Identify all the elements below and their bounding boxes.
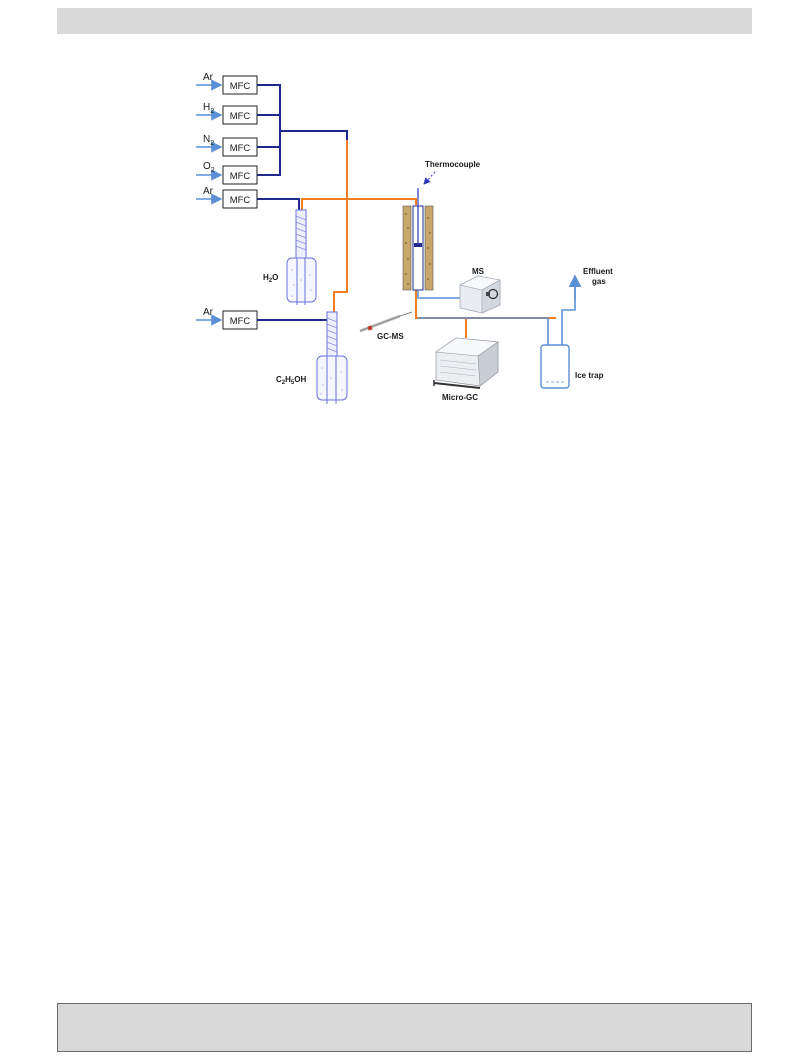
ms-label: MS [472,267,485,276]
thermocouple-arrow [423,171,436,185]
gas-inlet-3: N2 [196,134,223,153]
gas-label-ar-2: Ar [203,186,214,197]
svg-text:MFC: MFC [230,111,251,122]
gas-inlet-4: O2 [196,161,223,181]
svg-text:MFC: MFC [230,81,251,92]
mfc-box-5: MFC [222,189,258,209]
header-bar [57,8,752,34]
ethanol-saturator [316,311,348,404]
gas-label-ar-3: Ar [203,307,214,318]
svg-text:MFC: MFC [230,195,251,206]
mfc-box-1: MFC [222,75,258,95]
svg-text:MFC: MFC [230,316,251,327]
gas-label-n2: N2 [203,134,214,147]
gas-inlet-1: Ar [196,72,223,91]
gas-label-ar-1: Ar [203,72,214,83]
gas-inlet-5: Ar [196,186,223,205]
micro-gc-label: Micro-GC [442,393,478,402]
ms-instrument [459,275,501,314]
effluent-label-line1: Effluent [583,267,613,276]
ice-trap-label: Ice trap [575,371,604,380]
mfc-box-2: MFC [222,105,258,125]
mfc-box-4: MFC [222,165,258,185]
gas-label-o2: O2 [203,161,215,174]
footer-box [57,1003,752,1052]
ice-trap [540,344,570,389]
mfc-box-6: MFC [222,310,258,330]
mfc-box-3: MFC [222,137,258,157]
ethanol-label: C2H5OH [276,375,306,386]
gas-inlet-2: H2 [196,102,223,121]
gc-ms-label: GC-MS [377,332,404,341]
gc-ms-syringe [359,311,413,333]
svg-text:MFC: MFC [230,143,251,154]
water-saturator [286,209,317,305]
gas-label-h2: H2 [203,102,214,115]
effluent-label-line2: gas [592,277,606,286]
svg-text:MFC: MFC [230,171,251,182]
water-label: H2O [263,273,278,284]
gas-inlet-6: Ar [196,307,223,326]
thermocouple-label: Thermocouple [425,160,481,169]
furnace-reactor [402,188,434,291]
micro-gc-instrument [433,337,499,389]
